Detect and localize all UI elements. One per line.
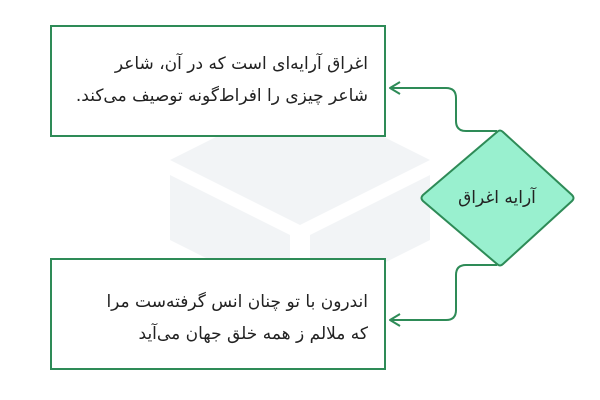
example-line-2: که ملالم ز همه خلق جهان می‌آید	[138, 324, 368, 344]
arrowhead-bottom	[389, 313, 401, 327]
arrowhead-top	[389, 81, 401, 95]
connector-top	[392, 87, 497, 132]
definition-line-2: شاعر چیزی را افراط‌گونه توصیف می‌کند.	[75, 86, 368, 106]
definition-line-1: اغراق آرایه‌ای است که در آن، شاعر	[114, 54, 368, 74]
example-box: اندرون با تو چنان انس گرفته‌ست مرا که مل…	[50, 258, 386, 370]
definition-box: اغراق آرایه‌ای است که در آن، شاعر شاعر چ…	[50, 25, 386, 137]
example-line-1: اندرون با تو چنان انس گرفته‌ست مرا	[106, 292, 368, 312]
connector-bottom	[392, 264, 497, 321]
center-node-label: آرایه اغراق	[458, 188, 536, 208]
